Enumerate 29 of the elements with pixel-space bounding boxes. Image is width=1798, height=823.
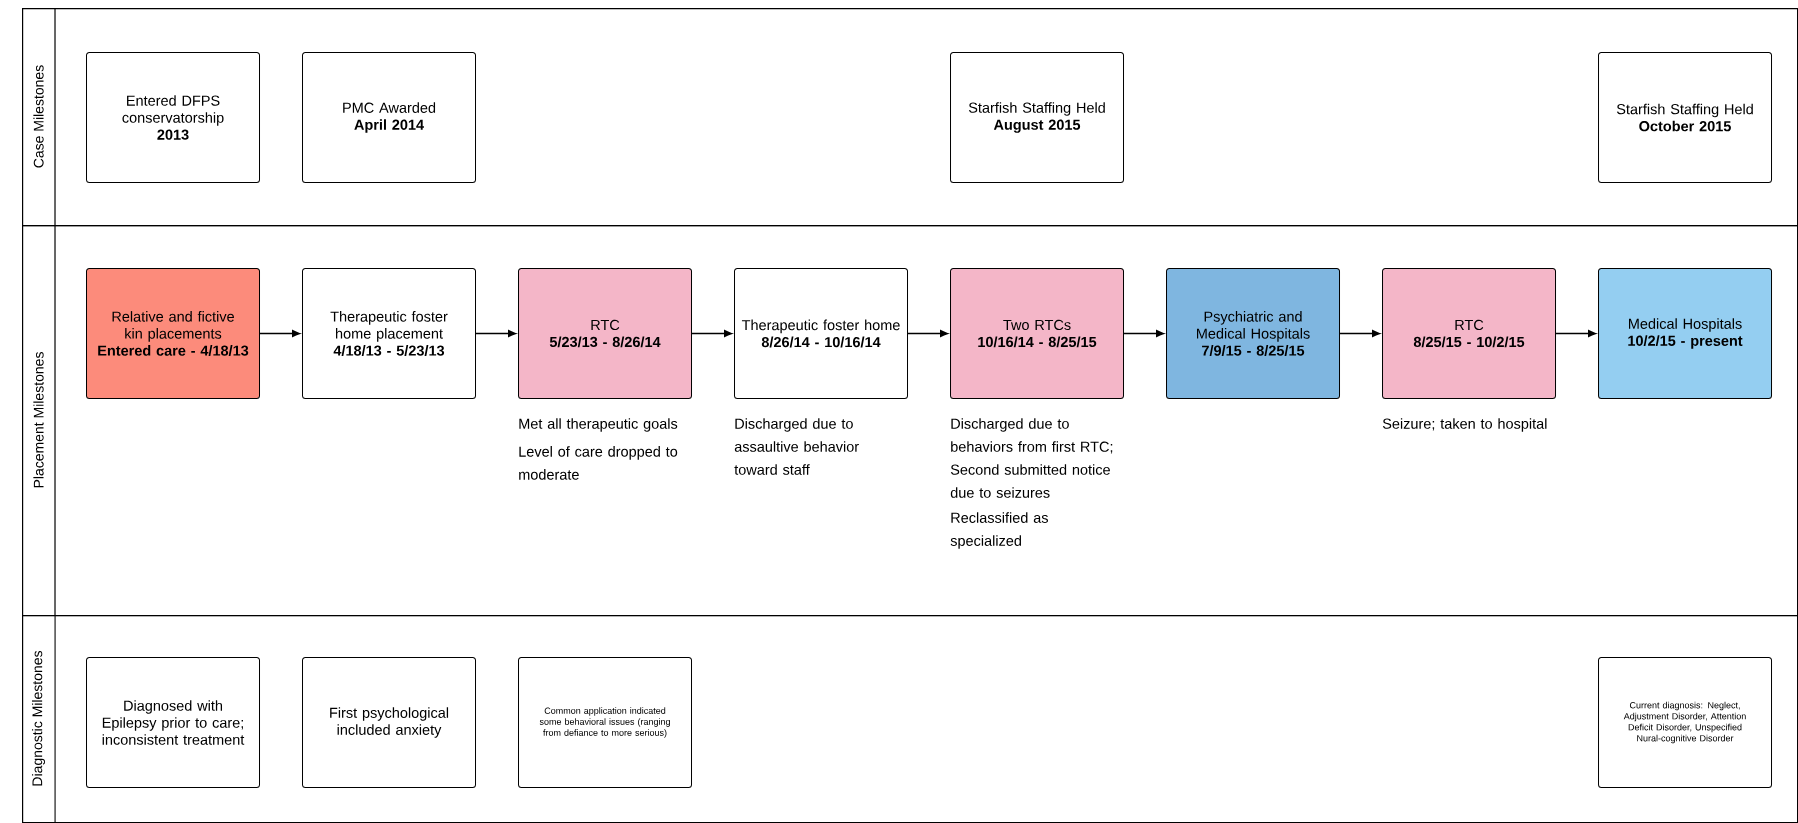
arrow bbox=[475, 330, 517, 337]
arrow bbox=[1123, 330, 1165, 337]
arrow bbox=[691, 330, 733, 337]
note-text: Seizure; taken to hospital bbox=[1382, 418, 1547, 432]
milestone-box: Therapeutic foster home 8/26/14 - 10/16/14 bbox=[734, 268, 908, 399]
arrow bbox=[259, 330, 301, 337]
milestone-box: Common application indicated some behavioral issues (ranging from defiance to more serious) bbox=[518, 657, 692, 788]
milestone-box: Starfish Staffing Held October 2015 bbox=[1598, 52, 1772, 183]
milestone-box: Two RTCs 10/16/14 - 8/25/15 bbox=[950, 268, 1124, 399]
milestone-box: Starfish Staffing Held August 2015 bbox=[950, 52, 1124, 183]
milestone-box: Therapeutic foster home placement 4/18/13 - 5/23/13 bbox=[302, 268, 476, 399]
milestone-box: RTC 8/25/15 - 10/2/15 bbox=[1382, 268, 1556, 399]
milestone-box: Entered DFPS conservatorship 2013 bbox=[86, 52, 260, 183]
note-text: Level of care dropped to moderate bbox=[519, 446, 678, 480]
arrow bbox=[1339, 330, 1381, 337]
milestone-box: PMC Awarded April 2014 bbox=[302, 52, 476, 183]
milestone-box: First psychological included anxiety bbox=[302, 657, 476, 788]
milestone-box: Medical Hospitals 10/2/15 - present bbox=[1598, 268, 1772, 399]
arrow bbox=[1555, 330, 1597, 337]
note-text: Discharged due to behaviors from first RTC; Second submitted notice due to seizures bbox=[950, 418, 1113, 498]
note-text: Reclassified as specialized bbox=[950, 512, 1048, 549]
arrow bbox=[907, 330, 949, 337]
milestone-box: RTC 5/23/13 - 8/26/14 bbox=[518, 268, 692, 399]
milestone-box: Relative and fictive kin placements Entered care - 4/18/13 bbox=[86, 268, 260, 399]
note-text: Met all therapeutic goals bbox=[519, 418, 678, 432]
milestone-box: Current diagnosis: Neglect, Adjustment Disorder, Attention Deficit Disorder, Unspecified Nural-cognitive Disorder bbox=[1598, 657, 1772, 788]
milestone-box: Diagnosed with Epilepsy prior to care; inconsistent treatment bbox=[86, 657, 260, 788]
note-text: Discharged due to assaultive behavior toward staff bbox=[734, 418, 859, 475]
milestone-box: Psychiatric and Medical Hospitals 7/9/15 - 8/25/15 bbox=[1166, 268, 1340, 399]
